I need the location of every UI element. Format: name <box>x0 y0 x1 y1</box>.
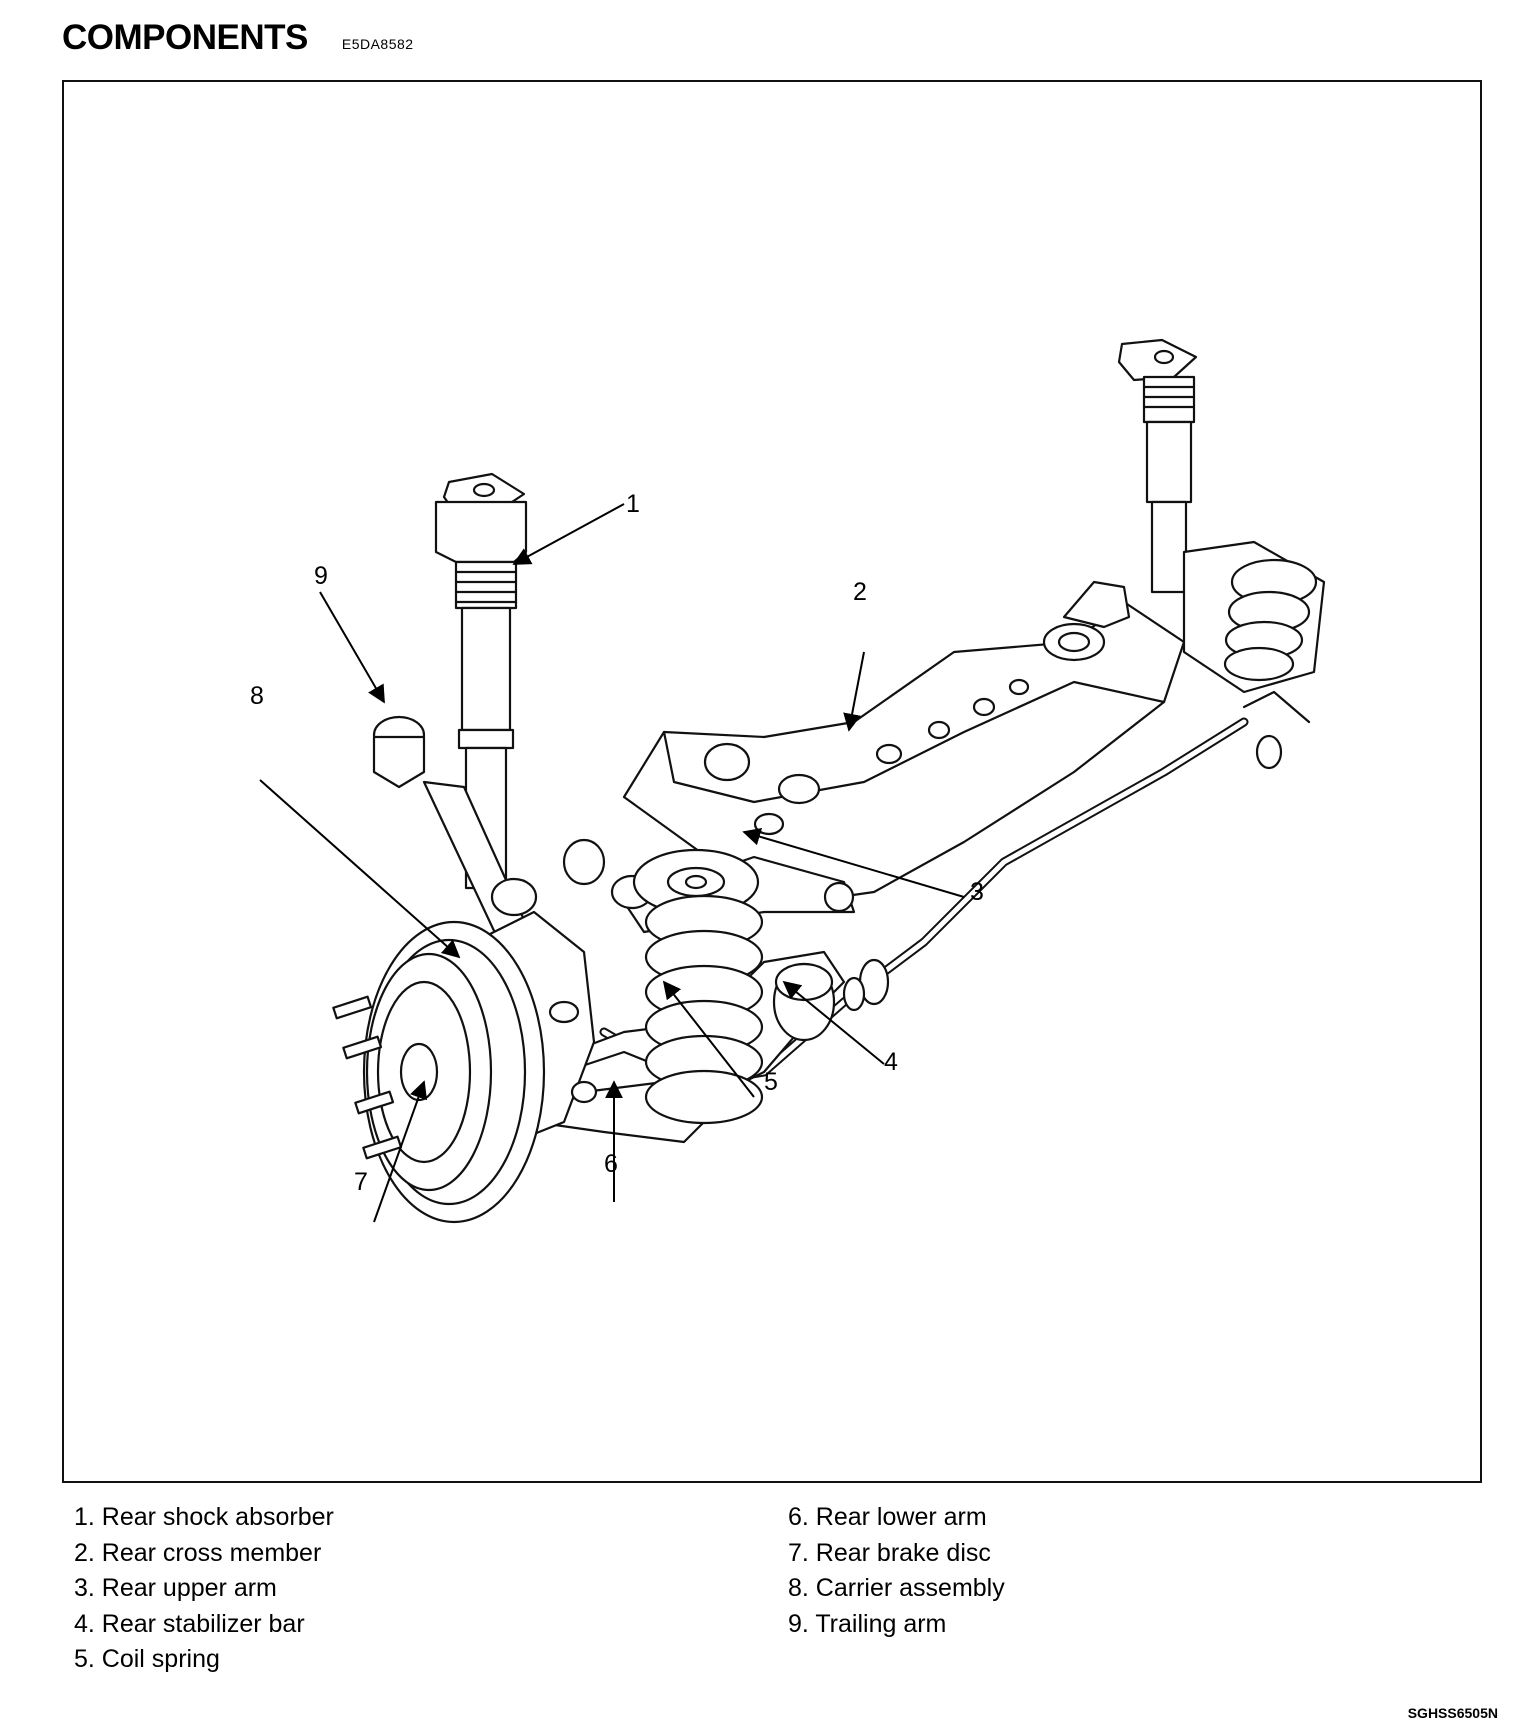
legend-item: 3. Rear upper arm <box>74 1574 277 1602</box>
legend-item: 8. Carrier assembly <box>788 1574 1005 1602</box>
legend-item: 6. Rear lower arm <box>788 1503 987 1531</box>
legend-item: 4. Rear stabilizer bar <box>74 1609 305 1638</box>
page-title: COMPONENTS <box>62 18 308 57</box>
callout-2: 2 <box>853 578 867 606</box>
illustration-frame: 1 2 3 4 5 6 7 8 9 <box>62 80 1482 1483</box>
header: COMPONENTS E5DA8582 <box>62 18 414 58</box>
callout-6: 6 <box>604 1150 618 1178</box>
right-spring-assembly <box>1182 540 1326 694</box>
suspension-illustration <box>259 338 1326 1224</box>
callout-9: 9 <box>314 562 328 590</box>
legend-item: 1. Rear shock absorber <box>74 1503 334 1531</box>
left-coil-spring <box>632 848 764 1125</box>
legend-item: 9. Trailing arm <box>788 1609 947 1638</box>
callout-3: 3 <box>970 878 984 906</box>
callout-8: 8 <box>250 682 264 710</box>
legend-item: 2. Rear cross member <box>74 1538 322 1567</box>
trailing-arm <box>372 715 536 954</box>
callout-7: 7 <box>354 1168 368 1196</box>
left-shock-absorber <box>434 472 528 890</box>
section-code: E5DA8582 <box>341 36 414 52</box>
brake-disc <box>332 920 546 1224</box>
callout-1: 1 <box>626 490 640 518</box>
legend-item: 5. Coil spring <box>74 1645 220 1673</box>
legend-right-column: 6. Rear lower arm 7. Rear brake disc 8. … <box>788 1500 1005 1642</box>
callout-4: 4 <box>884 1048 898 1076</box>
callout-5: 5 <box>764 1068 778 1096</box>
right-shock-absorber <box>1117 338 1198 594</box>
document-id: SGHSS6505N <box>1407 1705 1498 1721</box>
legend-item: 7. Rear brake disc <box>788 1538 991 1567</box>
callout-leaders <box>259 503 965 1223</box>
legend-left-column: 1. Rear shock absorber 2. Rear cross mem… <box>74 1500 334 1678</box>
